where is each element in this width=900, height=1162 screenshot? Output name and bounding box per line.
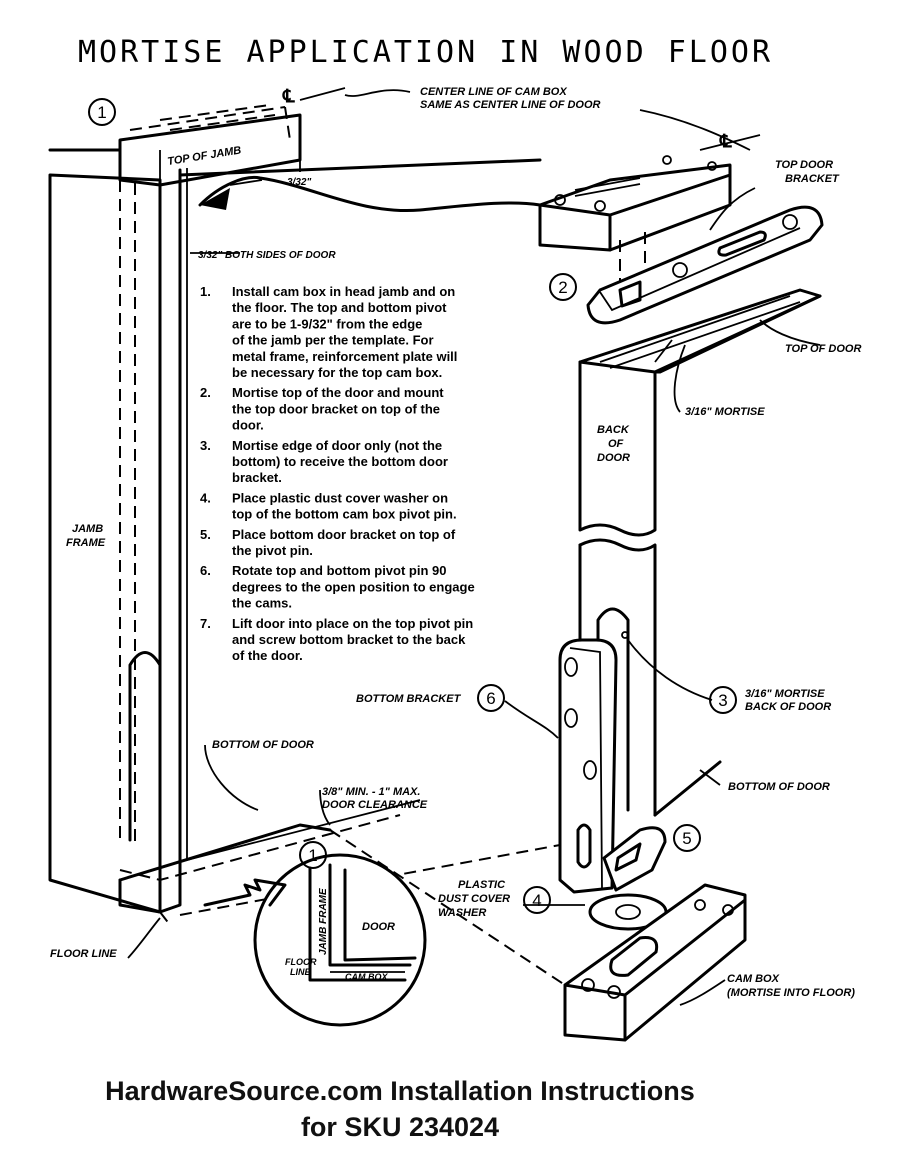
centerline-symbol-1: ℄ <box>282 86 295 106</box>
step-1-line: the floor. The top and bottom pivot <box>232 300 447 315</box>
bottom-of-door-left-label: BOTTOM OF DOOR <box>212 739 314 751</box>
back-of-door-label-3: DOOR <box>597 452 630 464</box>
top-of-jamb-label: TOP OF JAMB <box>167 144 243 168</box>
svg-text:4: 4 <box>532 891 541 910</box>
svg-text:2: 2 <box>558 278 567 297</box>
step-7-number: 7. <box>200 616 211 631</box>
detail-view: DOOR FLOOR LINE CAM BOX JAMB FRAME <box>203 853 427 1027</box>
top-door-bracket <box>586 205 824 325</box>
floor-line-label: FLOOR LINE <box>50 948 117 960</box>
callout-3: 3 <box>709 686 737 714</box>
step-5-line: Place bottom door bracket on top of <box>232 527 456 542</box>
footer-line-1: HardwareSource.com Installation Instruct… <box>105 1076 695 1106</box>
step-1-line: metal frame, reinforcement plate will <box>232 349 457 364</box>
step-3-line: bracket. <box>232 470 282 485</box>
step-1-number: 1. <box>200 284 211 299</box>
step-1-line: be necessary for the top cam box. <box>232 365 442 380</box>
cam-box-label-1: CAM BOX <box>727 973 780 985</box>
detail-floor-line-1: FLOOR <box>285 957 317 967</box>
step-3-number: 3. <box>200 438 211 453</box>
door <box>578 288 822 817</box>
step-1-line: Install cam box in head jamb and on <box>232 284 455 299</box>
diagram-title: MORTISE APPLICATION IN WOOD FLOOR <box>78 35 773 70</box>
cam-box-arrow <box>198 175 542 213</box>
step-6-number: 6. <box>200 563 211 578</box>
centerline-symbol-2: ℄ <box>719 131 732 151</box>
bottom-bracket <box>558 638 667 894</box>
step-3-line: Mortise edge of door only (not the <box>232 438 442 453</box>
footer-line-2: for SKU 234024 <box>300 1112 500 1142</box>
top-of-door-label: TOP OF DOOR <box>785 343 861 355</box>
callout-1-detail: 1 <box>299 841 327 869</box>
step-5-number: 5. <box>200 527 211 542</box>
bottom-bracket-label: BOTTOM BRACKET <box>356 693 462 705</box>
washer-label-2: DUST COVER <box>438 893 510 905</box>
step-7-line: and screw bottom bracket to the back <box>232 632 466 647</box>
both-sides-label: 3/32" BOTH SIDES OF DOOR <box>198 250 336 261</box>
step-1-line: are to be 1-9/32" from the edge <box>232 316 422 331</box>
cam-box-arrow-head <box>200 188 230 210</box>
detail-jamb-frame-label: JAMB FRAME <box>318 888 329 955</box>
callout-6: 6 <box>477 684 505 712</box>
back-of-door-label-1: BACK <box>597 424 630 436</box>
step-3-line: bottom) to receive the bottom door <box>232 454 448 469</box>
step-2-line: door. <box>232 418 264 433</box>
back-of-door-label-2: OF <box>608 438 624 450</box>
svg-text:5: 5 <box>682 829 691 848</box>
washer-label-1: PLASTIC <box>458 879 506 891</box>
step-6-line: the cams. <box>232 596 292 611</box>
svg-text:1: 1 <box>97 103 106 122</box>
jamb-frame-label-1: JAMB <box>72 523 103 535</box>
bottom-cam-box <box>563 883 747 1042</box>
step-4-number: 4. <box>200 490 211 505</box>
centerline-leader <box>344 89 411 97</box>
leader-lines <box>127 187 821 1006</box>
washer-label-3: WASHER <box>438 907 486 919</box>
back-mortise-label-2: BACK OF DOOR <box>745 701 831 713</box>
step-2-number: 2. <box>200 385 211 400</box>
center-line-label-2: SAME AS CENTER LINE OF DOOR <box>420 99 601 111</box>
step-6-line: degrees to the open position to engage <box>232 579 475 594</box>
cam-box-label-2: (MORTISE INTO FLOOR) <box>727 987 855 999</box>
callout-5: 5 <box>673 824 701 852</box>
callout-1-top: 1 <box>88 98 116 126</box>
top-door-bracket-label-1: TOP DOOR <box>775 159 833 171</box>
step-2-line: Mortise top of the door and mount <box>232 385 444 400</box>
step-5-line: the pivot pin. <box>232 543 313 558</box>
svg-text:6: 6 <box>486 689 495 708</box>
callout-4: 4 <box>523 886 551 914</box>
detail-door-label: DOOR <box>362 921 395 933</box>
detail-floor-line-2: LINE <box>290 967 311 977</box>
center-line-label-1: CENTER LINE OF CAM BOX <box>420 86 567 98</box>
detail-zoom-arrow <box>203 878 287 907</box>
step-7-line: of the door. <box>232 648 303 663</box>
step-2-line: the top door bracket on top of the <box>232 401 440 416</box>
step-6-line: Rotate top and bottom pivot pin 90 <box>232 563 447 578</box>
jamb-gap-label: 3/32" <box>287 177 311 188</box>
clearance-label-1: 3/8" MIN. - 1" MAX. <box>322 786 420 798</box>
detail-cam-box-label: CAM BOX <box>345 972 388 982</box>
top-door-bracket-label-2: BRACKET <box>785 173 840 185</box>
centerline-leader-2 <box>639 109 751 151</box>
jamb-frame-label-2: FRAME <box>66 537 106 549</box>
back-mortise-label-1: 3/16" MORTISE <box>745 688 825 700</box>
clearance-label-2: DOOR CLEARANCE <box>322 799 428 811</box>
step-1-line: of the jamb per the template. For <box>232 333 434 348</box>
bottom-of-door-right-label: BOTTOM OF DOOR <box>728 781 830 793</box>
top-mortise-label: 3/16" MORTISE <box>685 406 765 418</box>
step-7-line: Lift door into place on the top pivot pi… <box>232 616 473 631</box>
step-4-line: Place plastic dust cover washer on <box>232 490 448 505</box>
svg-text:1: 1 <box>308 846 317 865</box>
callout-2: 2 <box>549 273 577 301</box>
step-4-line: top of the bottom cam box pivot pin. <box>232 507 457 522</box>
svg-text:3: 3 <box>718 691 727 710</box>
instruction-steps: 1.Install cam box in head jamb and onthe… <box>200 284 475 663</box>
